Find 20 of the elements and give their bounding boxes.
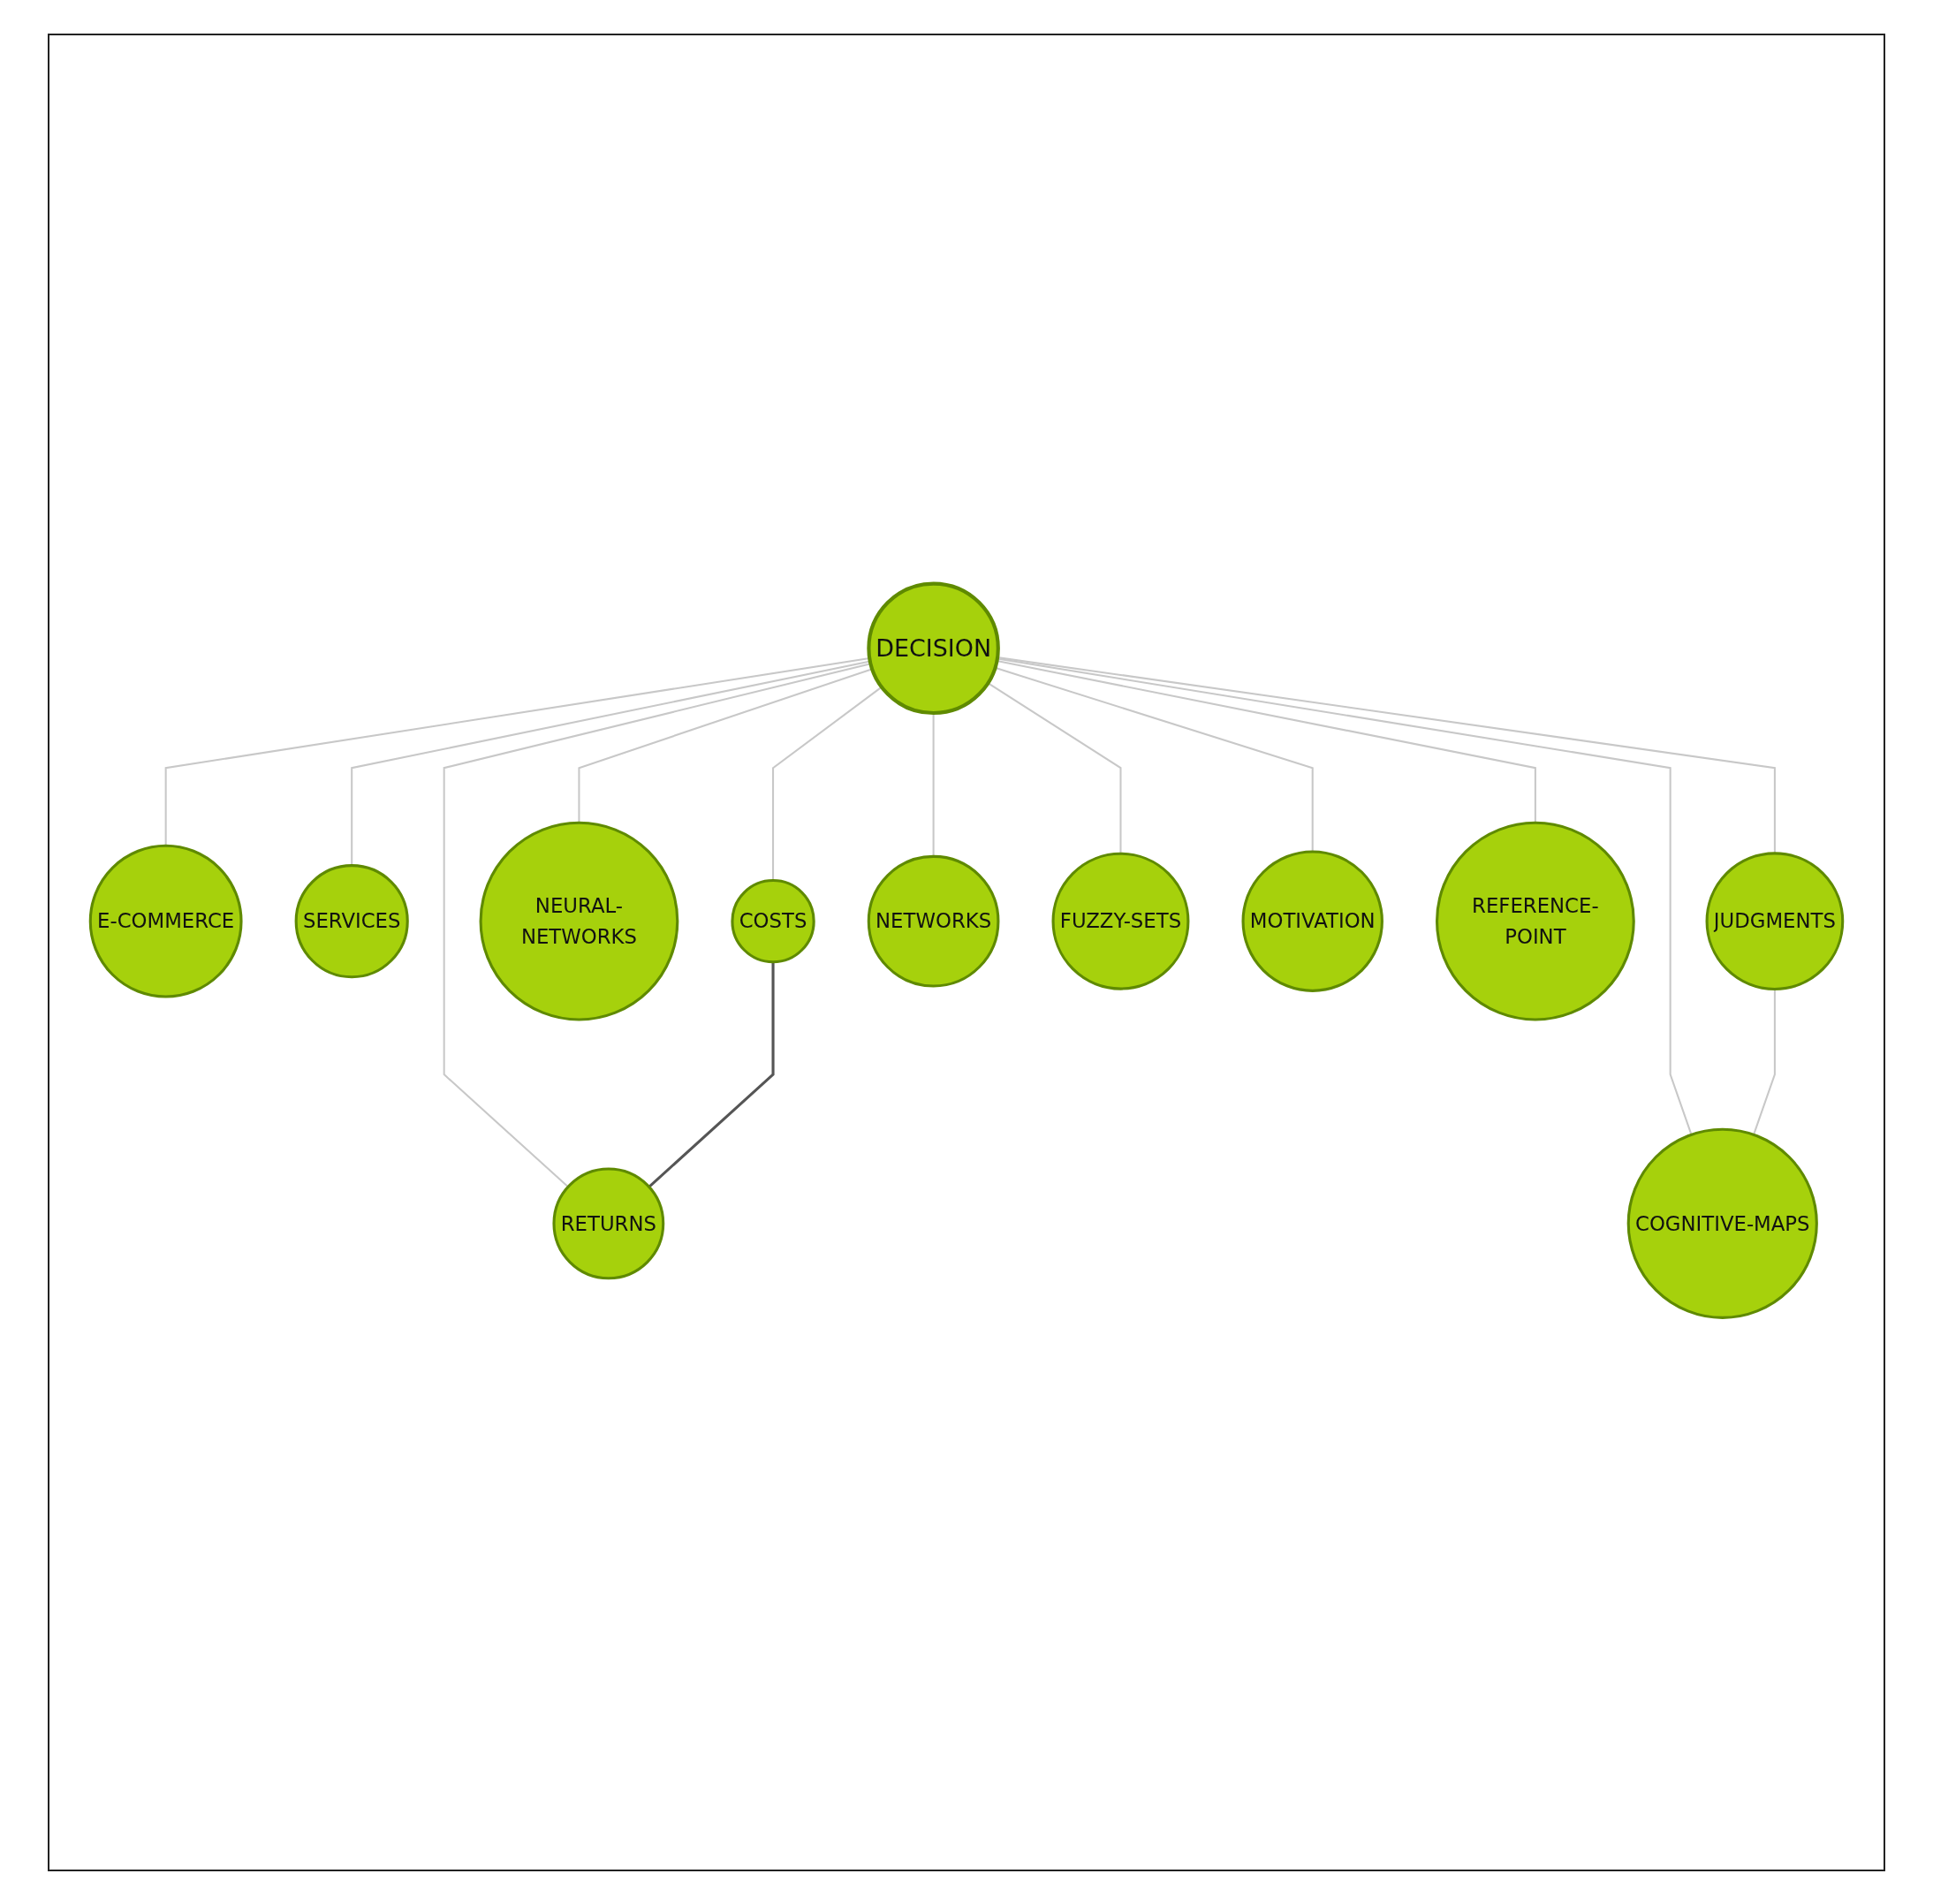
node-circle: NETWORKS — [867, 854, 1000, 987]
node-circle: COGNITIVE-MAPS — [1626, 1127, 1818, 1319]
node-circle: E-COMMERCE — [88, 844, 243, 998]
node-circle: COSTS — [731, 878, 815, 963]
connector — [578, 667, 873, 823]
node-circle: REFERENCE-POINT — [1436, 821, 1635, 1021]
connector — [351, 660, 871, 866]
node-circle: FUZZY-SETS — [1051, 852, 1190, 990]
connector — [995, 666, 1314, 852]
node-circle: RETURNS — [552, 1166, 665, 1279]
connector — [997, 657, 1693, 1135]
node-circle: SERVICES — [294, 863, 409, 978]
connector — [1753, 988, 1776, 1135]
connector — [443, 662, 871, 1187]
connector — [648, 961, 775, 1187]
node-circle: MOTIVATION — [1241, 849, 1383, 992]
node-circle: DECISION — [867, 581, 1000, 715]
connector — [772, 686, 883, 881]
node-circle: NEURAL-NETWORKS — [479, 821, 679, 1021]
connector — [997, 656, 1776, 853]
